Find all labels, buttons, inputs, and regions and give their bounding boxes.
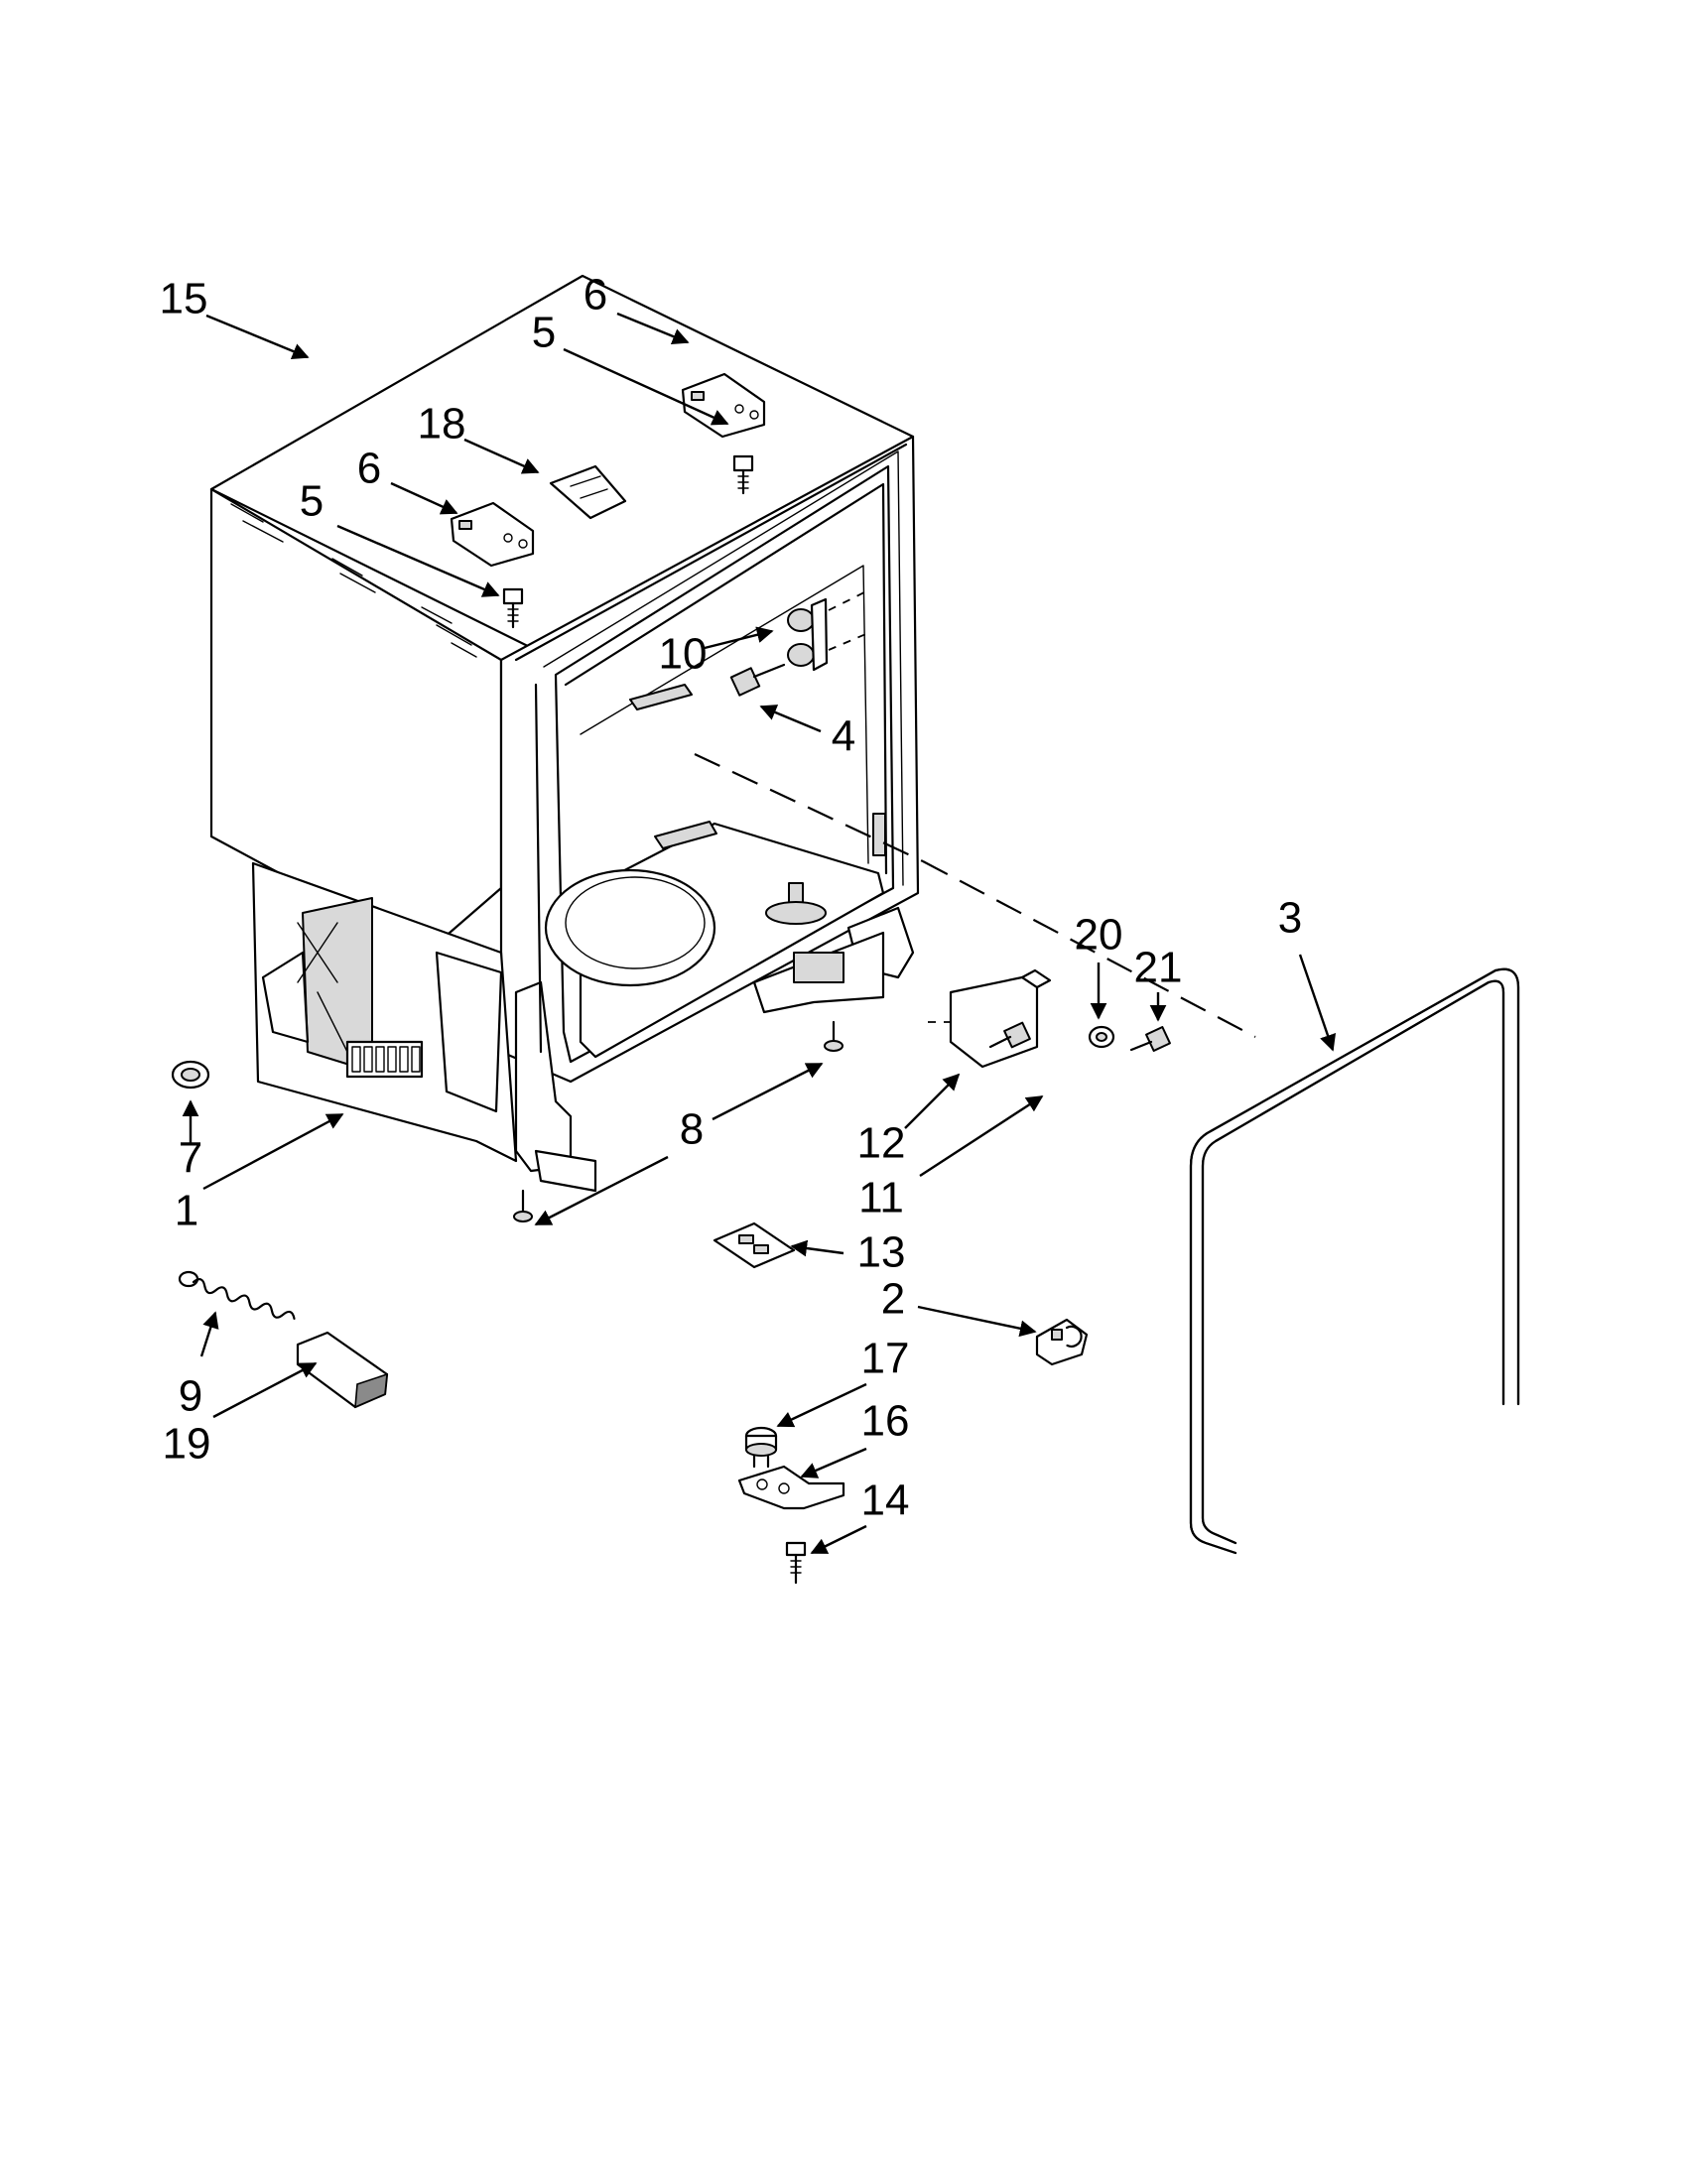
callout-9: 9 [179,1372,202,1421]
roller-icon [787,589,869,672]
callout-7: 7 [179,1134,202,1183]
screw-icon [732,454,754,495]
callout-17: 17 [861,1335,910,1383]
screw-icon [785,1541,807,1585]
nut-icon [1088,1025,1115,1049]
screw-icon [988,1021,1031,1049]
callout-6-upper: 6 [584,271,607,320]
tub-base-assembly-icon [251,861,885,1163]
thermostat-icon [744,1426,778,1469]
spring-icon [178,1270,296,1321]
callout-5-upper: 5 [532,309,556,357]
callout-12: 12 [857,1119,906,1168]
callout-labels: 15 6 5 18 6 5 10 4 20 21 3 7 1 8 12 11 1… [160,271,1303,1525]
callout-5-lower: 5 [300,477,324,526]
callout-2: 2 [881,1275,905,1324]
callout-20: 20 [1075,911,1123,960]
callout-10: 10 [659,630,708,679]
callout-18: 18 [418,400,466,449]
callout-13: 13 [857,1228,906,1277]
bracket-icon [928,968,1052,1069]
callout-8: 8 [680,1105,704,1154]
callout-19: 19 [163,1420,211,1469]
callout-14: 14 [861,1477,910,1525]
clip-icon [1035,1318,1089,1366]
callout-6-lower: 6 [357,445,381,493]
screw-icon [729,663,786,697]
callout-3: 3 [1278,894,1302,943]
pad-icon [296,1331,389,1409]
callout-16: 16 [861,1397,910,1446]
plate-icon [713,1221,796,1269]
callout-1: 1 [175,1187,198,1235]
callout-21: 21 [1134,944,1183,992]
screw-icon [1129,1026,1171,1052]
thermostat-bracket-icon [737,1465,845,1510]
leveling-leg-icon [824,1020,844,1052]
door-gasket-icon [1189,967,1520,1555]
screw-icon [502,587,524,629]
clip-icon [549,464,627,520]
wheel-icon [171,1060,210,1090]
callout-11: 11 [858,1174,904,1222]
callout-15: 15 [160,275,208,323]
leveling-leg-icon [513,1189,533,1222]
tub-assembly-icon [209,274,920,1193]
callout-4: 4 [832,712,855,761]
mounting-bracket-icon [681,372,766,439]
leader-lines [182,312,1337,1555]
mounting-bracket-icon [450,501,535,568]
